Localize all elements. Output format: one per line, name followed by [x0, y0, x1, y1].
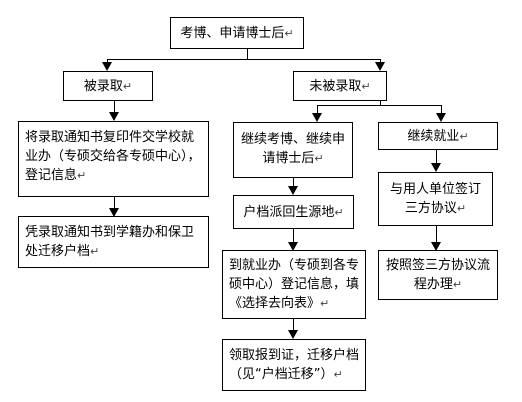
arrow-n3-n4	[288, 330, 298, 339]
connector-to-not-admitted	[380, 59, 381, 63]
node-n2: 户档派回生源地↵	[233, 195, 354, 229]
connector-e1-e2	[436, 150, 437, 164]
paragraph-mark: ↵	[334, 206, 344, 219]
paragraph-mark: ↵	[77, 169, 87, 182]
node-n4-label: 领取报到证，迁移户档（见“户档迁移”）	[229, 348, 360, 382]
arrow-e2-e3	[431, 242, 441, 251]
arrow-n2-n3	[288, 242, 298, 251]
node-n3-label: 到就业办（专硕到各专硕中心）登记信息，填《选择去向表》	[229, 258, 360, 311]
node-a1: 将录取通知书复印件交学校就业办（专硕交给各专硕中心），登记信息↵	[18, 121, 209, 197]
connector-a1-a2	[114, 197, 115, 209]
connector-n3-n4	[293, 319, 294, 331]
connector-not-admitted-stem	[380, 101, 381, 106]
node-admitted-label: 被录取	[83, 79, 123, 94]
connector-not-admitted-split	[317, 105, 441, 106]
arrow-to-e1	[436, 113, 446, 122]
connector-e2-e3	[436, 226, 437, 243]
arrow-n1-n2	[288, 186, 298, 195]
connector-admitted-a1	[114, 101, 115, 113]
node-n2-label: 户档派回生源地	[243, 205, 335, 220]
arrow-to-not-admitted	[375, 62, 385, 71]
node-e1-label: 继续就业	[407, 129, 460, 144]
paragraph-mark: ↵	[452, 278, 463, 291]
node-top-label: 考博、申请博士后	[180, 26, 285, 41]
node-a2-label: 凭录取通知书到学籍办和保卫处迁移户档	[25, 225, 195, 259]
node-a1-label: 将录取通知书复印件交学校就业办（专硕交给各专硕中心），登记信息	[25, 130, 201, 183]
paragraph-mark: ↵	[284, 27, 294, 40]
node-e2: 与用人单位签订三方协议↵	[378, 172, 493, 226]
paragraph-mark: ↵	[90, 245, 100, 258]
node-not-admitted-label: 未被录取	[309, 79, 362, 94]
arrow-e1-e2	[431, 163, 441, 172]
connector-n2-n3	[293, 229, 294, 243]
node-e3-label: 按照签三方协议流程办理	[385, 258, 490, 292]
connector-to-e1	[441, 105, 442, 114]
paragraph-mark: ↵	[456, 202, 467, 215]
node-n1-label: 继续考博、继续申请博士后	[240, 132, 345, 166]
arrow-to-admitted	[102, 62, 112, 71]
paragraph-mark: ↵	[314, 152, 324, 165]
node-n4: 领取报到证，迁移户档（见“户档迁移”）↵	[222, 339, 366, 391]
paragraph-mark: ↵	[459, 130, 469, 143]
connector-to-n1	[317, 105, 318, 114]
node-n1: 继续考博、继续申请博士后↵	[233, 122, 353, 178]
arrow-to-n1	[312, 113, 322, 122]
node-top: 考博、申请博士后↵	[170, 17, 304, 49]
connector-to-admitted	[107, 59, 108, 63]
arrow-admitted-a1	[109, 112, 119, 121]
connector-top-horizontal	[107, 59, 380, 60]
paragraph-mark: ↵	[333, 368, 343, 381]
connector-n1-n2	[293, 178, 294, 187]
paragraph-mark: ↵	[122, 80, 133, 93]
node-admitted: 被录取↵	[63, 71, 153, 101]
connector-top-stem	[247, 48, 248, 59]
node-e1: 继续就业↵	[378, 122, 498, 150]
node-n3: 到就业办（专硕到各专硕中心）登记信息，填《选择去向表》↵	[222, 250, 366, 319]
node-e3: 按照签三方协议流程办理↵	[378, 250, 498, 300]
paragraph-mark: ↵	[361, 80, 371, 93]
node-not-admitted: 未被录取↵	[293, 71, 387, 101]
paragraph-mark: ↵	[320, 297, 330, 310]
arrow-a1-a2	[109, 208, 119, 217]
node-e2-label: 与用人单位签订三方协议	[389, 182, 481, 216]
node-a2: 凭录取通知书到学籍办和保卫处迁移户档↵	[18, 216, 209, 268]
